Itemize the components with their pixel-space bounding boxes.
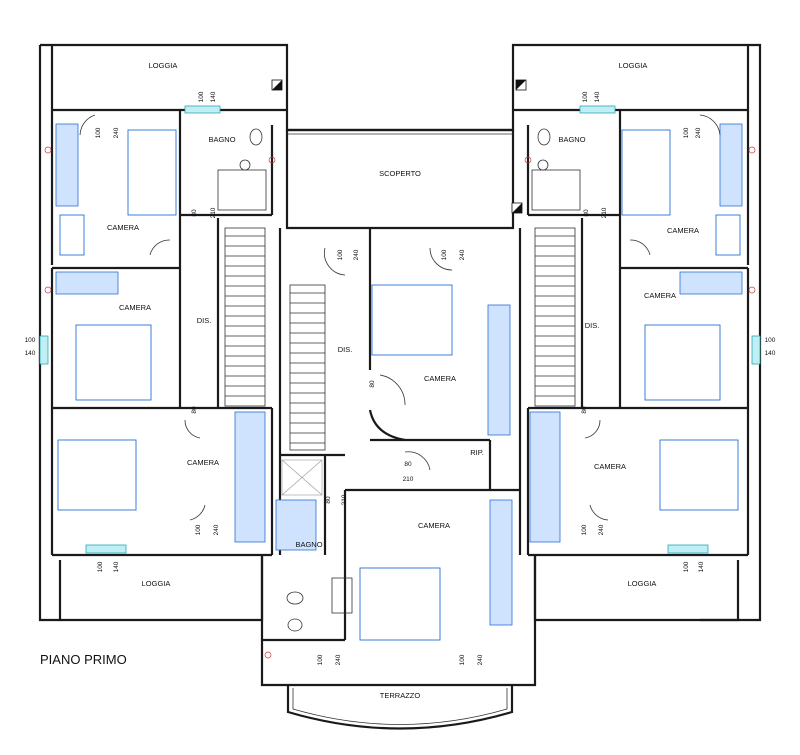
door-swings bbox=[79, 114, 721, 521]
dim-camc-bot-240: 240 bbox=[477, 654, 484, 665]
dim-rip-80: 80 bbox=[404, 461, 412, 468]
dim-bagno-bot-240: 240 bbox=[335, 654, 342, 665]
outer-walls bbox=[38, 43, 762, 730]
dim-rip-210: 210 bbox=[403, 476, 414, 483]
dim-camc-100: 100 bbox=[441, 249, 448, 260]
dimension-labels: 100 140 100 140 100 240 100 240 80 210 8… bbox=[25, 91, 776, 665]
label-camera-center-lower: CAMERA bbox=[418, 521, 450, 530]
stairs-left bbox=[225, 235, 265, 397]
label-bagno-top-right: BAGNO bbox=[558, 135, 585, 144]
dim-bagno-tl-210: 210 bbox=[210, 207, 217, 218]
right-wing-walls bbox=[513, 45, 750, 557]
label-camera-center-upper: CAMERA bbox=[424, 374, 456, 383]
dim-cam-br-100: 100 bbox=[581, 524, 588, 535]
furniture bbox=[55, 123, 743, 641]
dim-center-100: 100 bbox=[337, 249, 344, 260]
label-loggia-bottom-right: LOGGIA bbox=[628, 579, 657, 588]
dim-loggia-tl-100: 100 bbox=[198, 91, 205, 102]
dim-center-240: 240 bbox=[353, 249, 360, 260]
dim-side-right-100: 100 bbox=[765, 337, 776, 344]
dim-loggia-tr-100: 100 bbox=[582, 91, 589, 102]
center-walls bbox=[262, 228, 522, 642]
dim-bagno-b-210: 210 bbox=[341, 494, 348, 505]
dim-camc-bot-100: 100 bbox=[459, 654, 466, 665]
label-camera-right-lower: CAMERA bbox=[594, 462, 626, 471]
label-rip: RIP. bbox=[470, 448, 484, 457]
dim-cam-r-80: 80 bbox=[581, 406, 588, 414]
dim-bagno-tl-80: 80 bbox=[191, 209, 198, 217]
label-dis-right: DIS. bbox=[585, 321, 600, 330]
dim-loggia-bl-100: 100 bbox=[97, 561, 104, 572]
stairs-right bbox=[535, 235, 575, 397]
dim-side-left-140: 140 bbox=[25, 350, 36, 357]
dim-cam-bl-240: 240 bbox=[213, 524, 220, 535]
dim-side-left-100: 100 bbox=[25, 337, 36, 344]
dim-cam-l-80: 80 bbox=[191, 406, 198, 414]
label-camera-left-upper: CAMERA bbox=[107, 223, 139, 232]
label-loggia-top-right: LOGGIA bbox=[619, 61, 648, 70]
dim-cam-tr-100: 100 bbox=[683, 127, 690, 138]
room-labels: LOGGIA LOGGIA BAGNO BAGNO SCOPERTO CAMER… bbox=[40, 61, 699, 700]
label-camera-left-middle: CAMERA bbox=[119, 303, 151, 312]
label-scoperto: SCOPERTO bbox=[379, 169, 421, 178]
label-dis-center: DIS. bbox=[338, 345, 353, 354]
dim-loggia-tl-140: 140 bbox=[210, 91, 217, 102]
label-terrazzo: TERRAZZO bbox=[380, 691, 421, 700]
label-bagno-top-left: BAGNO bbox=[208, 135, 235, 144]
label-dis-left: DIS. bbox=[197, 316, 212, 325]
label-camera-right-middle: CAMERA bbox=[644, 291, 676, 300]
dim-bagno-tr-80: 80 bbox=[583, 209, 590, 217]
dim-dis-80: 80 bbox=[369, 380, 376, 388]
dim-bagno-tr-210: 210 bbox=[601, 207, 608, 218]
dim-cam-br-240: 240 bbox=[598, 524, 605, 535]
dim-loggia-br-100: 100 bbox=[683, 561, 690, 572]
dim-camc-240: 240 bbox=[459, 249, 466, 260]
dim-bagno-bot-100: 100 bbox=[317, 654, 324, 665]
dim-cam-tr-240: 240 bbox=[695, 127, 702, 138]
markers bbox=[39, 79, 761, 554]
label-camera-left-lower: CAMERA bbox=[187, 458, 219, 467]
bath-fixtures bbox=[44, 128, 756, 659]
label-camera-right-upper: CAMERA bbox=[667, 226, 699, 235]
dim-loggia-bl-140: 140 bbox=[113, 561, 120, 572]
dim-side-right-140: 140 bbox=[765, 350, 776, 357]
plan-title: PIANO PRIMO bbox=[40, 652, 127, 667]
dim-bagno-b-80: 80 bbox=[325, 496, 332, 504]
dim-loggia-br-140: 140 bbox=[698, 561, 705, 572]
dim-cam-bl-100: 100 bbox=[195, 524, 202, 535]
label-bagno-bottom: BAGNO bbox=[295, 540, 322, 549]
left-wing-walls bbox=[50, 45, 287, 557]
label-loggia-bottom-left: LOGGIA bbox=[142, 579, 171, 588]
dim-cam-tl-100: 100 bbox=[95, 127, 102, 138]
dim-cam-tl-240: 240 bbox=[113, 127, 120, 138]
stairs-center bbox=[290, 292, 325, 444]
label-loggia-top-left: LOGGIA bbox=[149, 61, 178, 70]
dim-loggia-tr-140: 140 bbox=[594, 91, 601, 102]
